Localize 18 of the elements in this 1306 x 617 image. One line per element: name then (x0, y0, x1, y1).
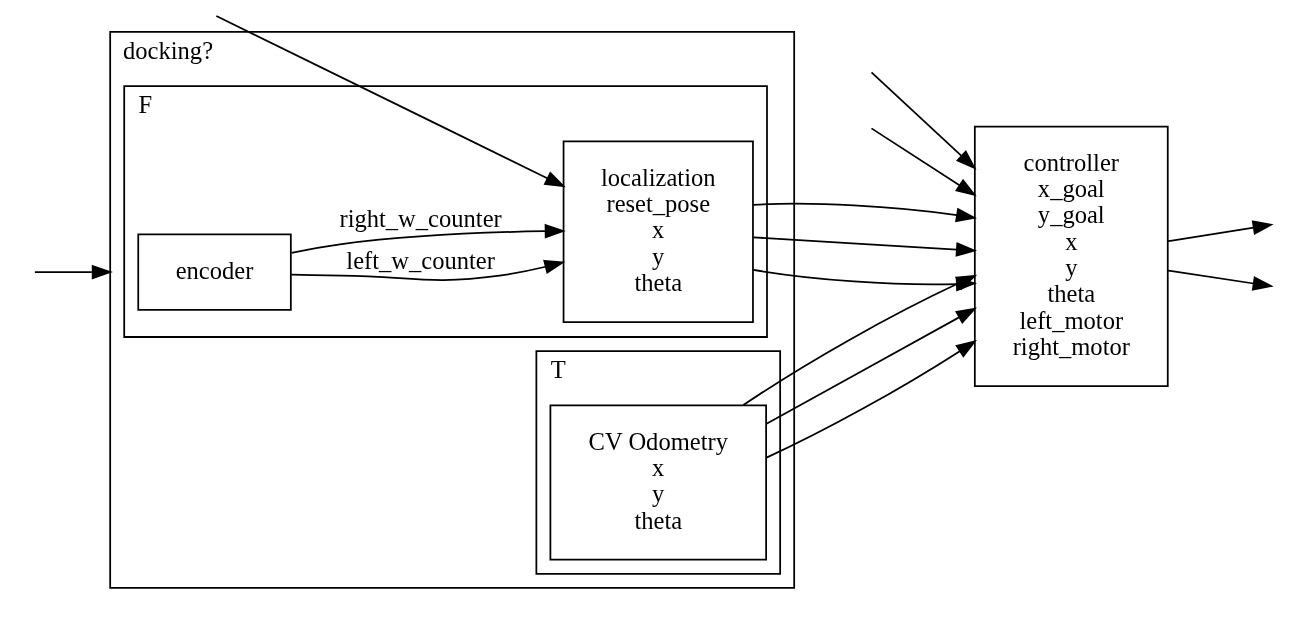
node-box: CV Odometry x y theta (549, 404, 767, 561)
arrow (870, 71, 977, 170)
arrow (765, 340, 977, 459)
arrow (215, 15, 566, 188)
node-box: localization reset_pose x y theta (562, 140, 754, 323)
arrow (290, 259, 566, 281)
arrow (1167, 220, 1274, 243)
arrow (34, 264, 113, 280)
node-box: controller x_goal y_goal x y theta left_motor right_motor (973, 125, 1169, 387)
arrow (752, 202, 977, 223)
arrow (870, 127, 977, 197)
node-box: encoder (137, 233, 292, 311)
edge-label: right_w_counter (339, 204, 502, 232)
arrow (765, 307, 978, 425)
arrow (290, 223, 566, 254)
edge-label: left_w_counter (346, 246, 495, 274)
arrow (752, 236, 977, 257)
arrow (1167, 269, 1274, 291)
